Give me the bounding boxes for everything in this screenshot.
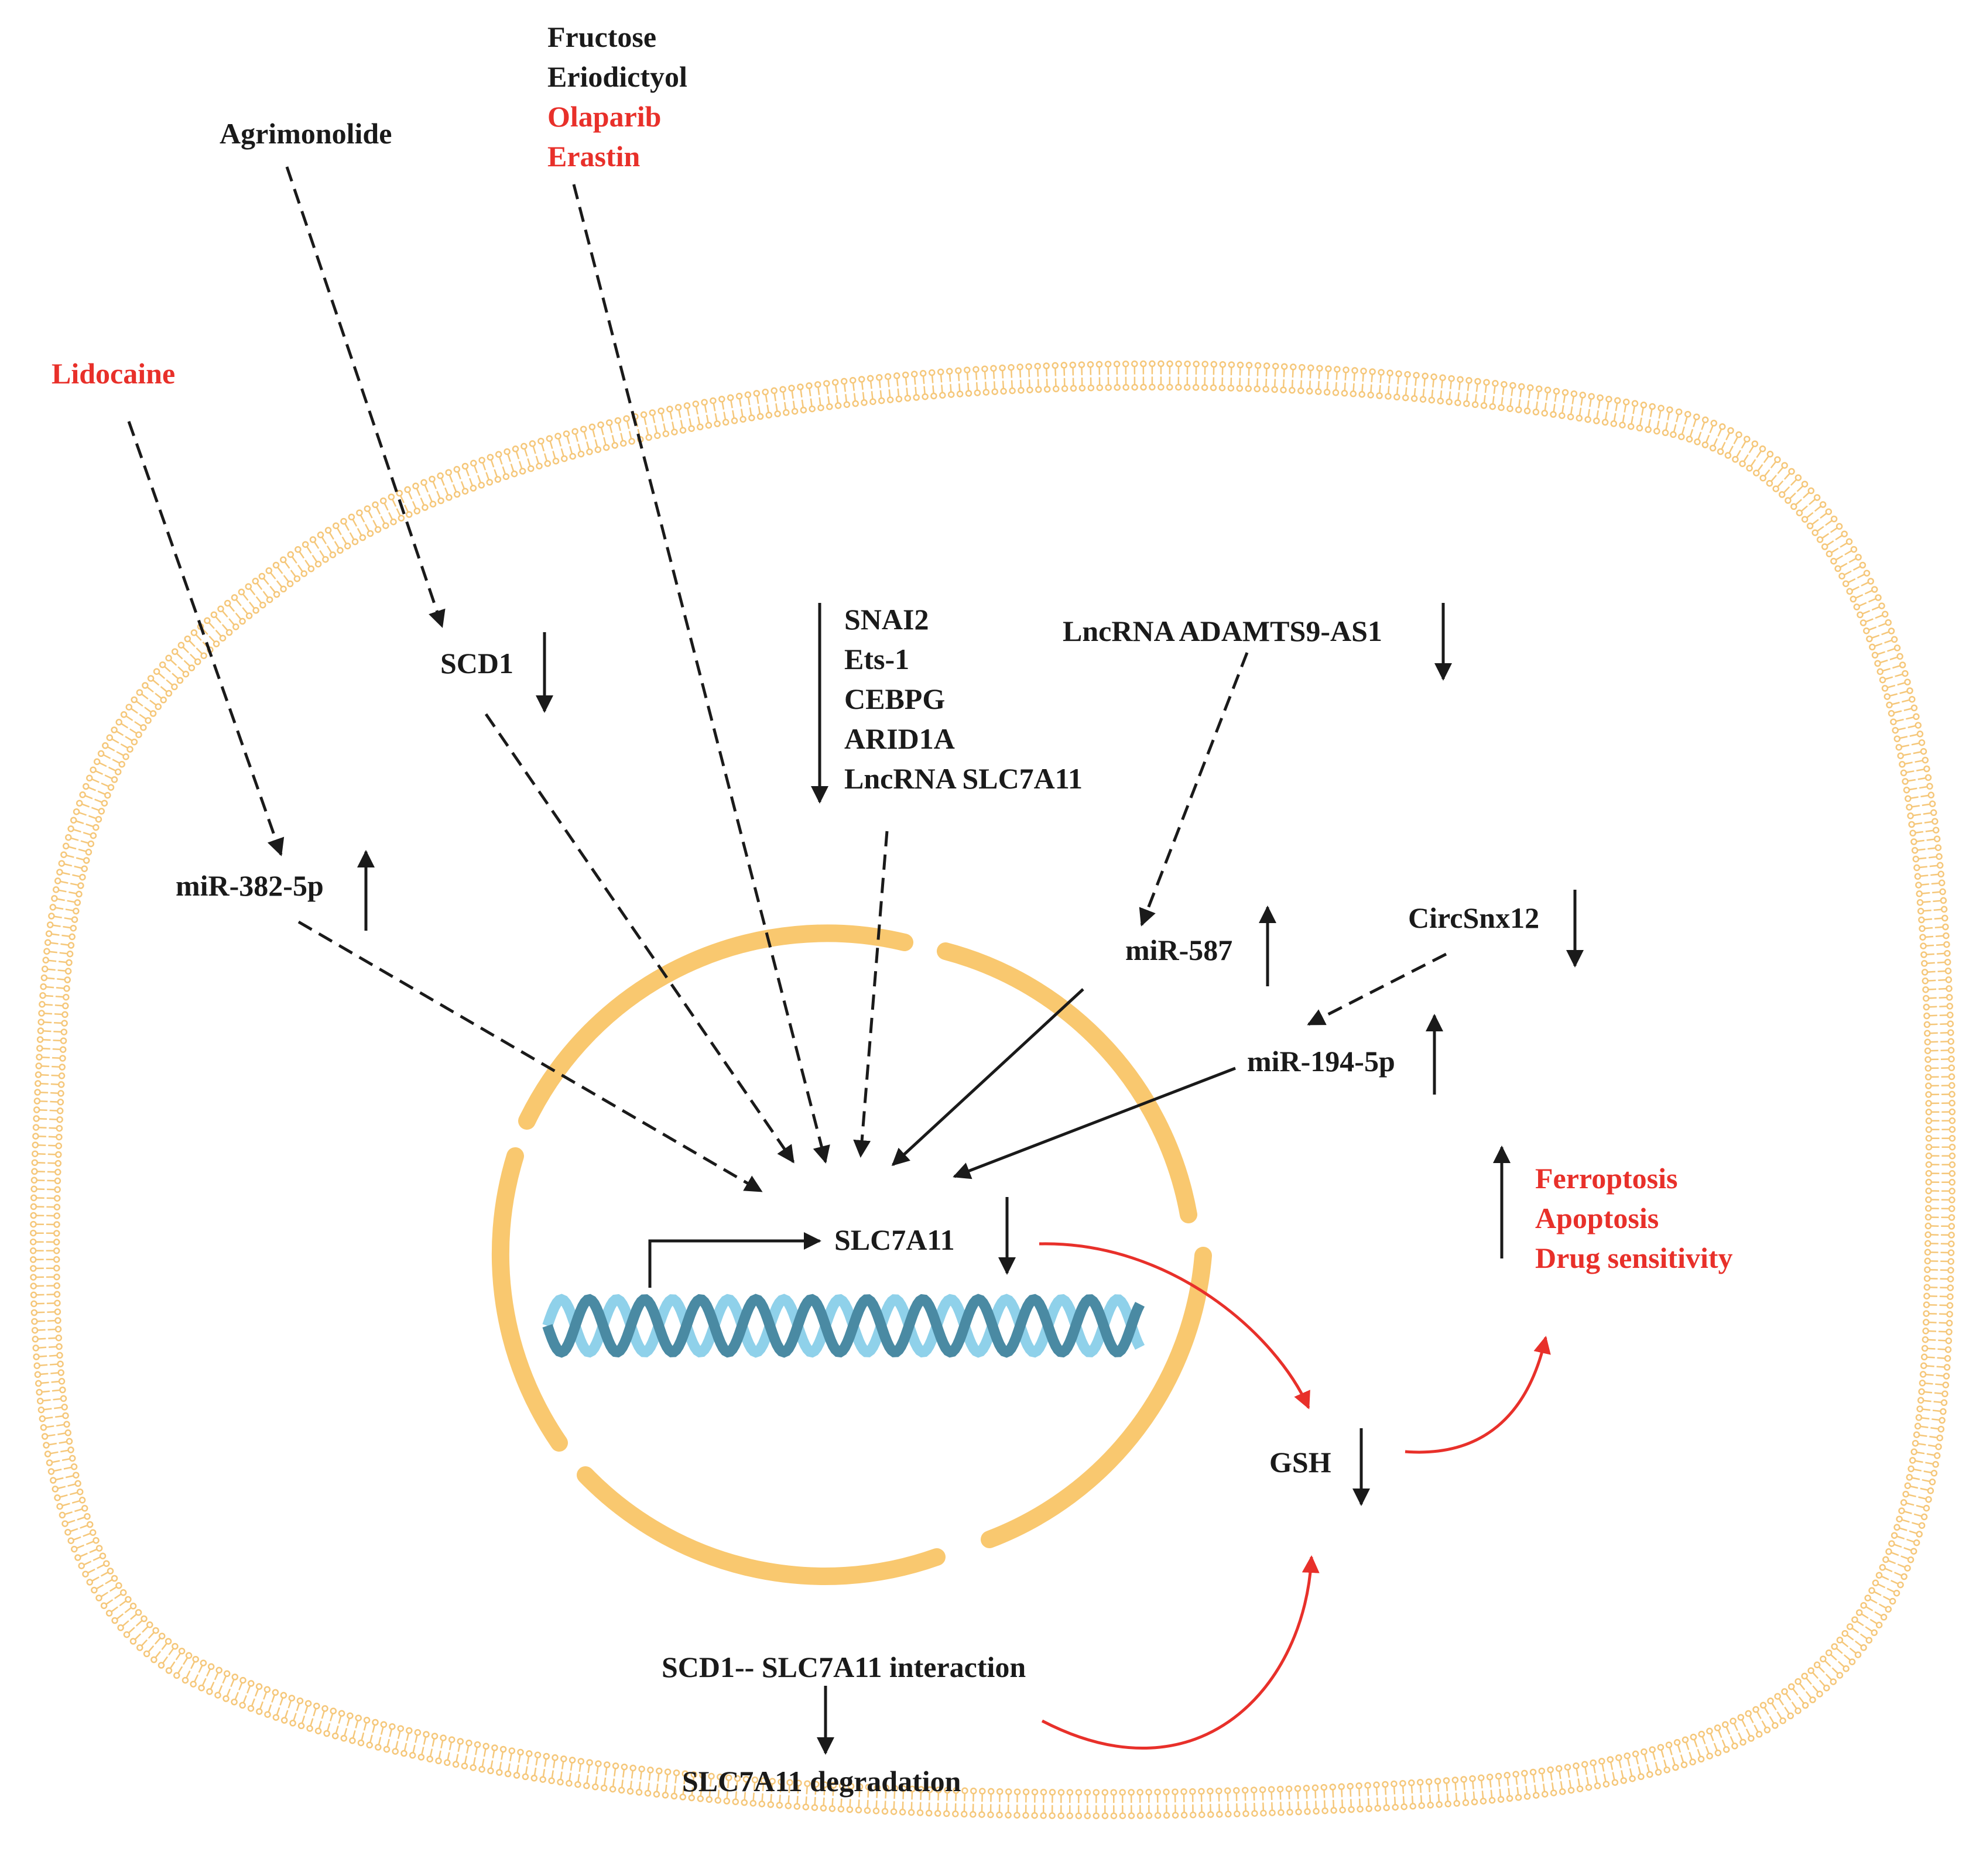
eriodictyol-label: Eriodictyol <box>547 60 687 93</box>
arrow-mir382-to-slc7a11 <box>297 920 763 1193</box>
arrow-agrimonolide-to-scd1 <box>285 166 446 628</box>
cell-membrane <box>29 360 1956 1819</box>
level-indicators <box>357 603 1584 1506</box>
fructose-label: Fructose <box>547 20 656 53</box>
slc7a11-degradation-label: SLC7A11 degradation <box>682 1765 961 1798</box>
transcription-arrow <box>648 1232 821 1288</box>
olaparib-label: Olaparib <box>547 100 661 133</box>
arrow-inducers-to-slc7a11 <box>572 184 830 1164</box>
regulation-arrows <box>127 166 1447 1193</box>
arrow-mir587-to-slc7a11 <box>891 988 1084 1167</box>
red-flow-arrows <box>1039 1242 1551 1750</box>
labels: Fructose Eriodictyol Olaparib Erastin Ag… <box>52 20 1733 1798</box>
scd1-label: SCD1 <box>440 647 513 680</box>
tf-cebpg: CEBPG <box>844 683 945 715</box>
arrow-lidocaine-to-mir382 <box>127 421 285 856</box>
mir587-label: miR-587 <box>1125 934 1232 966</box>
tf-ets1: Ets-1 <box>844 643 909 675</box>
agrimonolide-label: Agrimonolide <box>220 117 392 150</box>
tf-snai2: SNAI2 <box>844 603 929 636</box>
arrow-circsnx12-to-mir194 <box>1307 952 1447 1026</box>
arrow-gsh-to-outcomes <box>1405 1336 1551 1454</box>
direct-arrows <box>817 988 1236 1755</box>
arrow-tf-to-slc7a11 <box>853 831 889 1158</box>
nuclear-envelope <box>491 924 1212 1585</box>
outcome-ferroptosis: Ferroptosis <box>1535 1162 1677 1195</box>
lncrna-adamts9-label: LncRNA ADAMTS9-AS1 <box>1063 615 1382 647</box>
mir382-label: miR-382-5p <box>176 869 324 902</box>
mir194-label: miR-194-5p <box>1247 1045 1395 1078</box>
arrow-scd1-to-slc7a11 <box>484 713 795 1164</box>
arrow-adamts-to-mir587 <box>1139 652 1249 927</box>
lidocaine-label: Lidocaine <box>52 357 175 390</box>
scd1-slc7a11-interaction-label: SCD1-- SLC7A11 interaction <box>662 1651 1026 1683</box>
arrow-slc7a11-to-gsh <box>1039 1242 1310 1409</box>
outcome-apoptosis: Apoptosis <box>1535 1202 1659 1234</box>
gsh-label: GSH <box>1269 1446 1331 1479</box>
tf-arid1a: ARID1A <box>844 722 955 755</box>
tf-lncrna-slc7a11: LncRNA SLC7A11 <box>844 762 1083 795</box>
dna-helix <box>542 1294 1145 1358</box>
outcome-drug-sensitivity: Drug sensitivity <box>1535 1241 1733 1274</box>
arrow-mir194-to-slc7a11 <box>953 1066 1236 1179</box>
erastin-label: Erastin <box>547 140 641 173</box>
arrow-degradation-to-gsh <box>1041 1555 1320 1750</box>
slc7a11-label: SLC7A11 <box>834 1223 955 1256</box>
circsnx12-label: CircSnx12 <box>1408 901 1539 934</box>
